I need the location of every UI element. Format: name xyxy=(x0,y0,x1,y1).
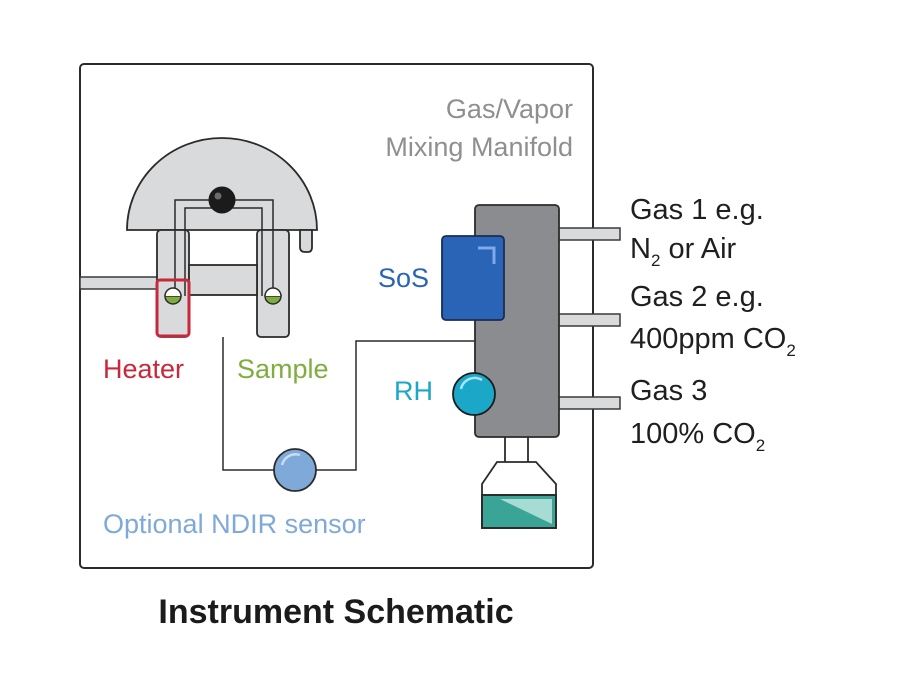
heater-cup xyxy=(164,287,182,305)
ndir-label: Optional NDIR sensor xyxy=(103,509,366,539)
gas-2-line2: 400ppm CO2 xyxy=(630,323,796,360)
gas-inlet-pipes xyxy=(557,227,621,410)
ndir-sensor xyxy=(273,448,317,492)
manifold-label-line2: Mixing Manifold xyxy=(385,132,573,162)
manifold-label-line1: Gas/Vapor xyxy=(446,94,573,124)
dome-port xyxy=(208,186,236,214)
sample-label: Sample xyxy=(237,354,329,384)
gas-1-line2: N2 or Air xyxy=(630,233,737,270)
heater-outline xyxy=(155,278,191,338)
gas-3-line2: 100% CO2 xyxy=(630,418,765,455)
sample-cup xyxy=(264,287,282,305)
gas-1-label: Gas 1 e.g. N2 or Air xyxy=(630,194,764,270)
rh-label: RH xyxy=(394,376,433,406)
flow-lines xyxy=(222,337,476,471)
gas-1-line1: Gas 1 e.g. xyxy=(630,194,764,226)
sos-sensor xyxy=(441,235,505,321)
dome-port-highlight xyxy=(214,192,222,200)
diagram-caption: Instrument Schematic xyxy=(158,593,513,631)
mixing-flask xyxy=(481,437,557,529)
gas-3-label: Gas 3 100% CO2 xyxy=(630,375,765,455)
gas-3-line1: Gas 3 xyxy=(630,375,707,407)
heater-label: Heater xyxy=(103,354,184,384)
sos-label: SoS xyxy=(378,263,429,293)
gas-2-line1: Gas 2 e.g. xyxy=(630,281,764,313)
rh-sensor xyxy=(452,372,496,416)
gas-2-label: Gas 2 e.g. 400ppm CO2 xyxy=(630,281,796,360)
outlet-pipe xyxy=(79,276,161,290)
